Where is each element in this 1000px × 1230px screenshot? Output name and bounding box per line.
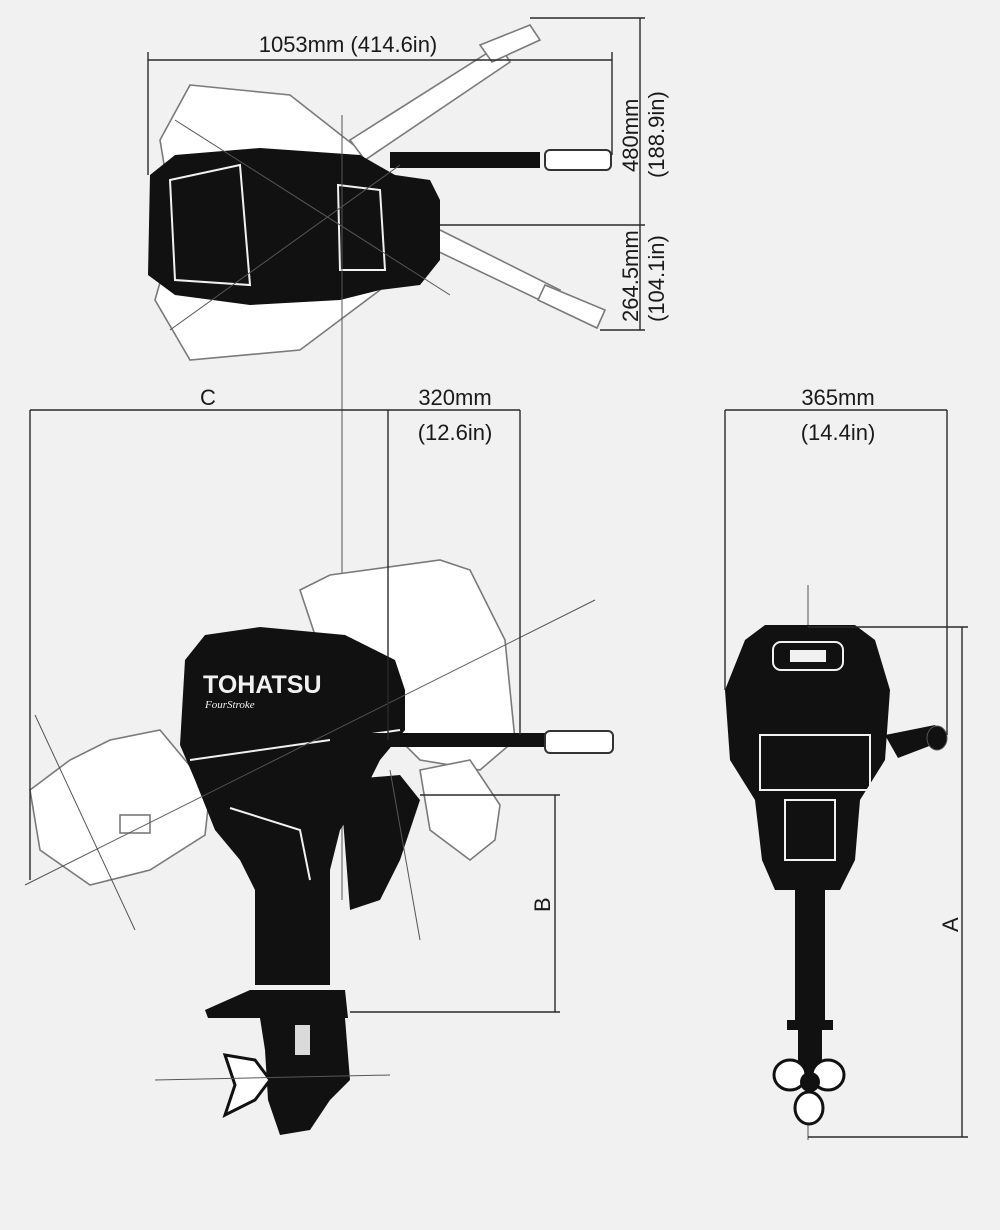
rear-view-tiller-grip: [926, 725, 948, 751]
side-view-ghost-tilted-forward: [29, 729, 211, 886]
side-view-ghost-bracket: [419, 759, 501, 862]
side-view-propeller: [222, 1053, 272, 1118]
top-view-engine-body: [148, 148, 440, 305]
rear-view-top-handle-inner: [790, 650, 826, 662]
a-label: A: [938, 917, 963, 932]
top-view-tiller-grip: [544, 149, 612, 171]
tiller-ghost-lower-grip: [536, 283, 607, 330]
rear-view: [725, 585, 948, 1140]
top-view: [148, 24, 612, 361]
side-view-cavitation-plate: [205, 990, 348, 1018]
rear-view-shaft: [795, 890, 825, 1020]
tiller-ghost-upper: [348, 43, 512, 162]
brand-subtext: FourStroke: [204, 699, 255, 711]
rear-view-cavitation-plate: [787, 1020, 833, 1030]
side-view-cowling: [180, 627, 405, 890]
transom-mm-label: 320mm: [418, 385, 491, 410]
tiller-right-mm-label: 480mm: [618, 99, 643, 172]
b-label: B: [530, 897, 555, 912]
top-view-tiller-arm: [390, 152, 540, 168]
side-view-forward-axis: [34, 714, 136, 931]
side-view-tiller-grip: [544, 730, 614, 754]
top-width-label: 1053mm (414.6in): [259, 32, 438, 57]
tiller-left-in-label: (104.1in): [644, 235, 669, 322]
rear-view-bracket-detail: [784, 799, 836, 861]
tiller-right-in-label: (188.9in): [644, 91, 669, 178]
dimension-c-and-transom: C 320mm (12.6in): [29, 385, 521, 880]
side-view-cowl-detail: [229, 807, 311, 881]
c-label: C: [200, 385, 216, 410]
rear-view-cowling: [725, 625, 890, 890]
dimension-width: 365mm (14.4in): [724, 385, 948, 735]
brand-logo: TOHATSU: [203, 671, 322, 699]
top-view-cowl-panel: [168, 163, 252, 287]
top-view-rear-panel: [336, 183, 387, 271]
side-view-midsection: [255, 890, 330, 985]
dimension-b: B: [350, 794, 560, 1013]
rear-view-mechanism-box: [759, 734, 871, 791]
side-view-tiller-arm: [330, 733, 545, 747]
side-view-tilt-axis: [24, 599, 596, 886]
rear-view-propeller: [772, 1058, 846, 1126]
dimension-tiller-angles: 480mm (188.9in) 264.5mm (104.1in): [440, 17, 669, 331]
top-view-axis-1: [174, 119, 451, 296]
dimension-a: A: [808, 626, 968, 1138]
transom-in-label: (12.6in): [418, 420, 493, 445]
tiller-ghost-upper-grip: [478, 24, 542, 64]
side-view-clamp-bracket: [340, 775, 420, 910]
width-mm-label: 365mm: [801, 385, 874, 410]
side-view-prop-axis: [154, 1074, 391, 1081]
side-view-ghost-detail: [119, 814, 151, 834]
top-view-axis-2: [169, 164, 401, 331]
rear-view-top-handle: [772, 641, 844, 671]
width-in-label: (14.4in): [801, 420, 876, 445]
side-view-bracket-axis: [389, 769, 421, 941]
tiller-left-mm-label: 264.5mm: [618, 230, 643, 322]
side-view-trim-holes: [295, 1025, 310, 1055]
dimension-top-width: 1053mm (414.6in): [147, 32, 613, 175]
side-view: TOHATSU FourStroke: [24, 559, 614, 1135]
